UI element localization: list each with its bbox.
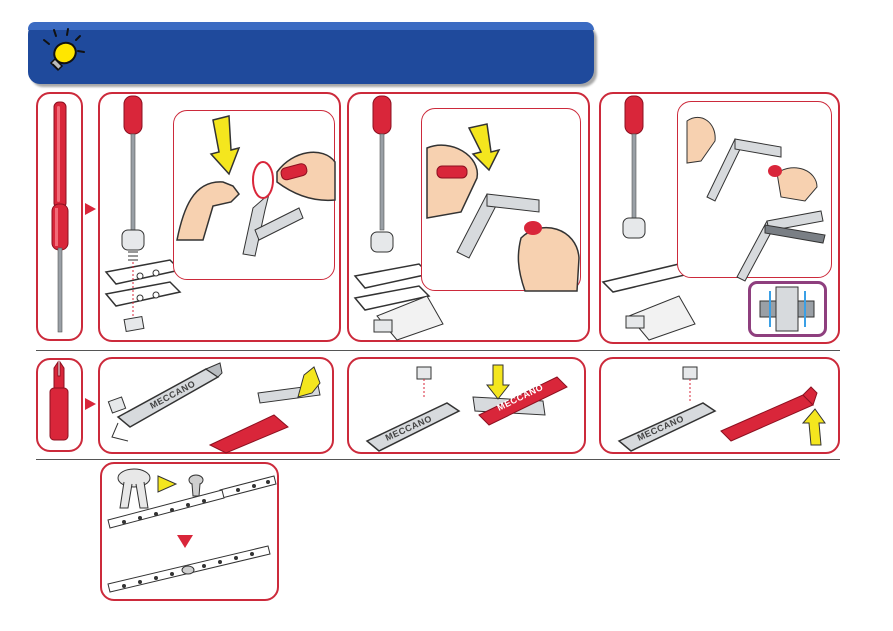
spanner-icon (36, 358, 83, 452)
spanner-reverse-illustration: MECCANO (599, 357, 840, 454)
spanner-nut-illustration: MECCANO (98, 357, 334, 454)
spanner-brand-label: MECCANO (148, 378, 197, 410)
angle-joint-illustration (677, 101, 832, 278)
nut-hold-illustration (421, 108, 581, 291)
hand-tighten-illustration (173, 110, 335, 280)
lightbulb-icon (36, 26, 92, 82)
step-arrow (85, 203, 96, 215)
step-arrow (85, 398, 96, 410)
header-banner (28, 22, 594, 84)
step-down-arrow (177, 535, 193, 548)
section-divider (36, 350, 840, 351)
section-divider (36, 459, 840, 460)
screwdriver-icon (36, 92, 83, 341)
header-banner-highlight (28, 22, 594, 30)
plastic-rivet-illustration (100, 462, 279, 601)
spanner-hold-illustration: MECCANO MECCANO (347, 357, 586, 454)
cross-section-illustration (748, 281, 827, 337)
